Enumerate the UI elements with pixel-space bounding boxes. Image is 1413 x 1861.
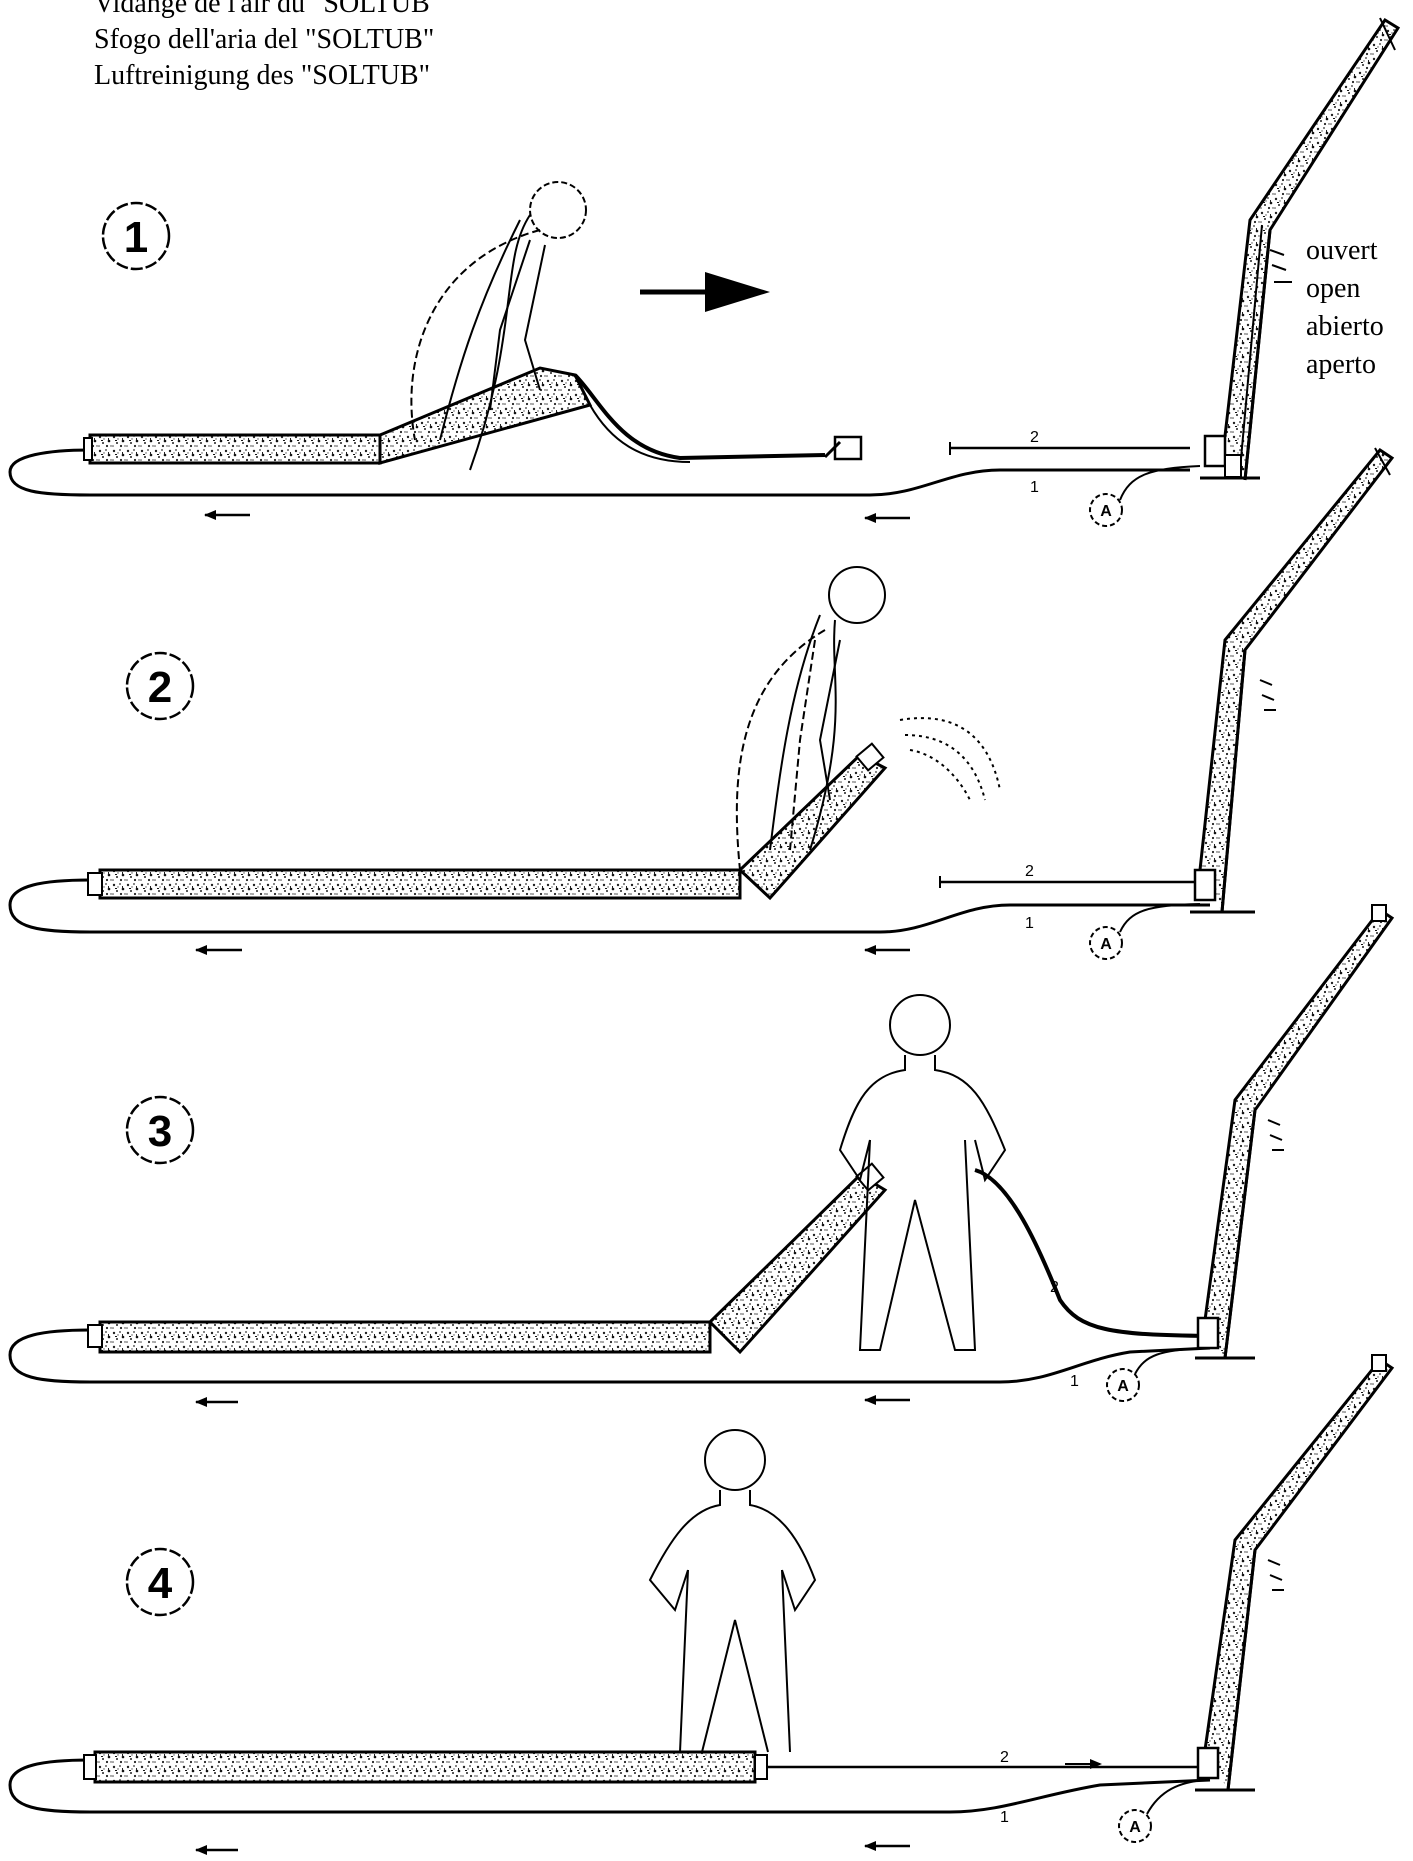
hose-label-a: A <box>1117 1378 1129 1395</box>
hose-label-a: A <box>1129 1819 1141 1836</box>
step-1-number: 1 <box>124 213 148 262</box>
person-standing <box>650 1430 815 1752</box>
hose-label-2: 2 <box>1030 429 1039 446</box>
hose-label-a: A <box>1100 936 1112 953</box>
collector-3 <box>1195 905 1392 1358</box>
hose-label-1: 1 <box>1030 479 1039 496</box>
collector-1 <box>1200 18 1398 480</box>
step-2: 2 2 1 A <box>10 448 1392 959</box>
direction-arrow <box>640 272 770 312</box>
hose-label-1: 1 <box>1000 1809 1009 1826</box>
hose-label-2: 2 <box>1000 1749 1009 1766</box>
hose-label-1: 1 <box>1070 1373 1079 1390</box>
step-1: 1 2 1 <box>10 18 1398 526</box>
step-4-number: 4 <box>148 1559 173 1608</box>
step-3: 3 1 2 A <box>10 905 1392 1407</box>
step-3-number: 3 <box>148 1107 172 1156</box>
step-4: 4 1 2 A <box>10 1355 1392 1855</box>
step-2-number: 2 <box>148 663 172 712</box>
collector-4 <box>1195 1355 1392 1790</box>
hose-label-1: 1 <box>1025 915 1034 932</box>
hose-label-2: 2 <box>1025 863 1034 880</box>
hose-label-a: A <box>1100 503 1112 520</box>
hose-label-2: 2 <box>1050 1279 1059 1296</box>
collector-2 <box>1190 448 1392 912</box>
